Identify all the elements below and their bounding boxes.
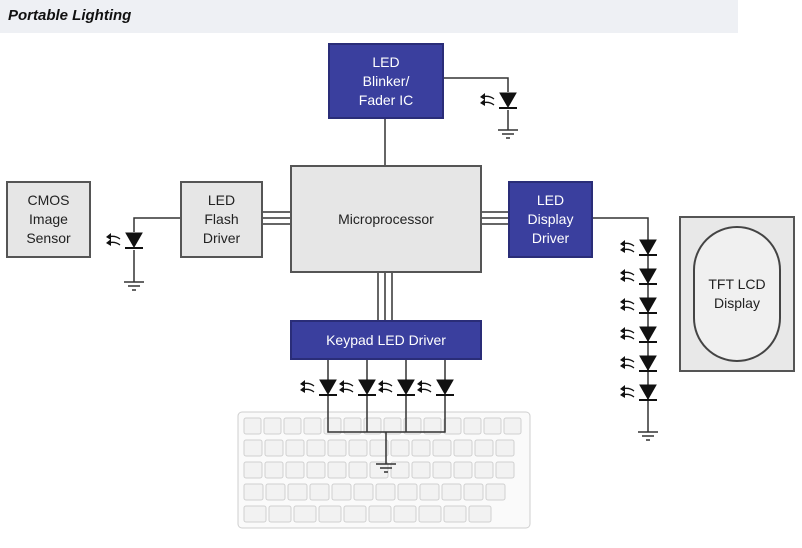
microprocessor-label: Microprocessor bbox=[338, 210, 434, 227]
tft-lcd-display-block: TFT LCD Display bbox=[679, 216, 795, 372]
keyboard-key bbox=[327, 439, 347, 457]
keyboard-key bbox=[283, 417, 302, 435]
led-diode-icon bbox=[378, 379, 415, 396]
keyboard-key bbox=[309, 483, 330, 501]
keyboard-key bbox=[353, 483, 374, 501]
ground-icon bbox=[498, 129, 518, 139]
keyboard-key bbox=[363, 417, 382, 435]
keyboard-key bbox=[306, 461, 326, 479]
led-diode-icon bbox=[480, 92, 517, 109]
keyboard-key bbox=[390, 439, 410, 457]
keyboard-key bbox=[495, 439, 515, 457]
led-diode-icon bbox=[620, 326, 657, 343]
keyboard-key bbox=[411, 439, 431, 457]
ground-icon bbox=[376, 463, 396, 473]
keyboard-key bbox=[303, 417, 322, 435]
keyboard-key bbox=[243, 417, 262, 435]
keyboard-key bbox=[263, 417, 282, 435]
cmos-image-sensor-block: CMOS Image Sensor bbox=[6, 181, 91, 258]
keyboard-key bbox=[293, 505, 317, 523]
title-bar: Portable Lighting bbox=[0, 0, 738, 33]
microprocessor-block: Microprocessor bbox=[290, 165, 482, 273]
led-diode-icon bbox=[300, 379, 337, 396]
led-diode-icon bbox=[620, 384, 657, 401]
keyboard-key bbox=[287, 483, 308, 501]
keyboard-key bbox=[264, 439, 284, 457]
keyboard-key bbox=[453, 439, 473, 457]
keyboard-key bbox=[432, 461, 452, 479]
led-diode-icon bbox=[106, 232, 143, 249]
keyboard-key bbox=[443, 417, 462, 435]
led-diode-icon bbox=[620, 355, 657, 372]
led-diode-icon bbox=[620, 268, 657, 285]
blinker-led-wire bbox=[444, 77, 509, 92]
keyboard-key bbox=[348, 439, 368, 457]
lcd-screen-oval bbox=[693, 226, 781, 362]
keyboard-key bbox=[432, 439, 452, 457]
keyboard-key bbox=[503, 417, 522, 435]
keyboard-key bbox=[463, 483, 484, 501]
keyboard-key bbox=[463, 417, 482, 435]
keyboard-key bbox=[443, 505, 467, 523]
keyboard-key bbox=[468, 505, 492, 523]
keyboard-key bbox=[331, 483, 352, 501]
led-flash-driver-block: LED Flash Driver bbox=[180, 181, 263, 258]
led-diode-icon bbox=[339, 379, 376, 396]
keyboard-key bbox=[418, 505, 442, 523]
keyboard-key bbox=[265, 483, 286, 501]
keyboard-key bbox=[306, 439, 326, 457]
led-diode-icon bbox=[620, 297, 657, 314]
keyboard-key bbox=[285, 461, 305, 479]
keyboard-key bbox=[393, 505, 417, 523]
ground-icon bbox=[124, 281, 144, 291]
keyboard-key bbox=[243, 483, 264, 501]
keyboard-key bbox=[419, 483, 440, 501]
flash-led-wire bbox=[133, 217, 180, 232]
keyboard-icon bbox=[237, 411, 531, 529]
keyboard-key bbox=[495, 461, 515, 479]
keyboard-key bbox=[343, 505, 367, 523]
keyboard-key bbox=[327, 461, 347, 479]
keyboard-key bbox=[343, 417, 362, 435]
keyboard-key bbox=[483, 417, 502, 435]
keyboard-key bbox=[243, 439, 263, 457]
keyboard-key bbox=[453, 461, 473, 479]
keypad-led-driver-block: Keypad LED Driver bbox=[290, 320, 482, 360]
keyboard-key bbox=[368, 505, 392, 523]
keyboard-key bbox=[243, 461, 263, 479]
led-flash-driver-label: LED Flash Driver bbox=[202, 192, 241, 246]
ground-icon bbox=[638, 431, 658, 441]
keyboard-key bbox=[264, 461, 284, 479]
keyboard-key bbox=[441, 483, 462, 501]
led-display-driver-block: LED Display Driver bbox=[508, 181, 593, 258]
led-diode-icon bbox=[620, 239, 657, 256]
keyboard-key bbox=[348, 461, 368, 479]
keyboard-key bbox=[485, 483, 506, 501]
keyboard-key bbox=[474, 461, 494, 479]
keypad-led-driver-label: Keypad LED Driver bbox=[326, 331, 446, 348]
tft-lcd-label: TFT LCD Display bbox=[708, 276, 766, 311]
keyboard-key bbox=[403, 417, 422, 435]
keyboard-key bbox=[383, 417, 402, 435]
keyboard-key bbox=[375, 483, 396, 501]
led-diode-icon bbox=[417, 379, 454, 396]
page-title: Portable Lighting bbox=[8, 7, 132, 24]
keyboard-key bbox=[369, 461, 389, 479]
keyboard-key bbox=[423, 417, 442, 435]
keyboard-key bbox=[318, 505, 342, 523]
keyboard-key bbox=[397, 483, 418, 501]
display-led-chain-wire bbox=[593, 217, 649, 236]
keyboard-key bbox=[369, 439, 389, 457]
keyboard-key bbox=[268, 505, 292, 523]
cmos-sensor-label: CMOS Image Sensor bbox=[26, 192, 71, 246]
keyboard-key bbox=[285, 439, 305, 457]
led-blinker-label: LED Blinker/ Fader IC bbox=[358, 53, 414, 108]
led-blinker-fader-block: LED Blinker/ Fader IC bbox=[328, 43, 444, 119]
keyboard-key bbox=[474, 439, 494, 457]
keyboard-key bbox=[390, 461, 410, 479]
led-display-driver-label: LED Display Driver bbox=[527, 192, 574, 246]
keyboard-key bbox=[243, 505, 267, 523]
keyboard-key bbox=[411, 461, 431, 479]
